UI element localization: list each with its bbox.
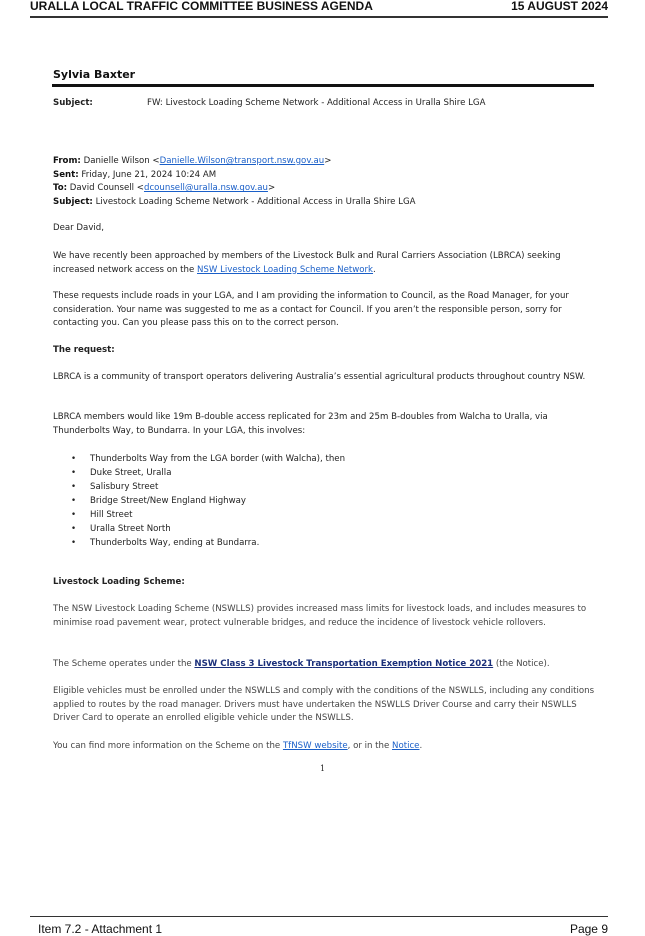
route-item: Uralla Street North bbox=[53, 522, 603, 536]
paragraph-approach: We have recently been approached by memb… bbox=[53, 251, 561, 275]
route-item: Hill Street bbox=[53, 508, 603, 522]
from-line: From: Danielle Wilson <Danielle.Wilson@t… bbox=[53, 156, 332, 166]
route-item: Bridge Street/New England Highway bbox=[53, 494, 603, 508]
tfnsw-website-link[interactable]: TfNSW website bbox=[282, 741, 348, 751]
to-line: To: David Counsell <dcounsell@uralla.nsw… bbox=[53, 183, 276, 194]
paragraph-requests: These requests include roads in your LGA… bbox=[53, 291, 569, 329]
heading-request: The request: bbox=[53, 345, 115, 355]
heading-scheme: Livestock Loading Scheme: bbox=[53, 577, 185, 587]
footer-item: Item 7.2 - Attachment 1 bbox=[38, 922, 163, 936]
to-email-link[interactable]: dcounsell@uralla.nsw.gov.au bbox=[143, 183, 268, 194]
inner-subject-line: Subject: Livestock Loading Scheme Networ… bbox=[53, 197, 416, 208]
route-item: Duke Street, Uralla bbox=[53, 466, 603, 480]
paragraph-nswlls: The NSW Livestock Loading Scheme (NSWLLS… bbox=[53, 604, 587, 628]
owner-divider bbox=[52, 84, 594, 87]
route-item: Thunderbolts Way, ending at Bundarra. bbox=[53, 536, 603, 550]
paragraph-more-info: You can find more information on the Sch… bbox=[53, 741, 423, 751]
sent-line: Sent: Friday, June 21, 2024 10:24 AM bbox=[53, 169, 217, 180]
mailbox-owner: Sylvia Baxter bbox=[53, 68, 136, 81]
network-link[interactable]: NSW Livestock Loading Scheme Network bbox=[197, 264, 374, 275]
footer-divider bbox=[30, 916, 608, 917]
subject-value: FW: Livestock Loading Scheme Network - A… bbox=[147, 98, 486, 108]
route-list: Thunderbolts Way from the LGA border (wi… bbox=[53, 452, 603, 550]
footer-page: Page 9 bbox=[569, 922, 608, 936]
greeting: Dear David, bbox=[53, 223, 104, 233]
paragraph-notice: The Scheme operates under the NSW Class … bbox=[53, 659, 550, 669]
email-headers: From: Danielle Wilson <Danielle.Wilson@t… bbox=[53, 155, 603, 210]
email-page-number: 1 bbox=[319, 764, 326, 773]
paragraph-lbrca: LBRCA is a community of transport operat… bbox=[53, 372, 586, 382]
paragraph-members: LBRCA members would like 19m B-double ac… bbox=[53, 412, 548, 436]
notice-link[interactable]: Notice bbox=[392, 741, 420, 751]
route-item: Salisbury Street bbox=[53, 480, 603, 494]
from-email-link[interactable]: Danielle.Wilson@transport.nsw.gov.au bbox=[159, 156, 325, 166]
route-item: Thunderbolts Way from the LGA border (wi… bbox=[53, 452, 603, 466]
header-divider bbox=[30, 16, 608, 18]
exemption-notice-link[interactable]: NSW Class 3 Livestock Transportation Exe… bbox=[194, 659, 494, 669]
paragraph-eligible: Eligible vehicles must be enrolled under… bbox=[53, 686, 595, 724]
subject-label: Subject: bbox=[53, 98, 93, 108]
agenda-title: URALLA LOCAL TRAFFIC COMMITTEE BUSINESS … bbox=[30, 0, 373, 13]
agenda-date: 15 AUGUST 2024 bbox=[511, 0, 608, 13]
